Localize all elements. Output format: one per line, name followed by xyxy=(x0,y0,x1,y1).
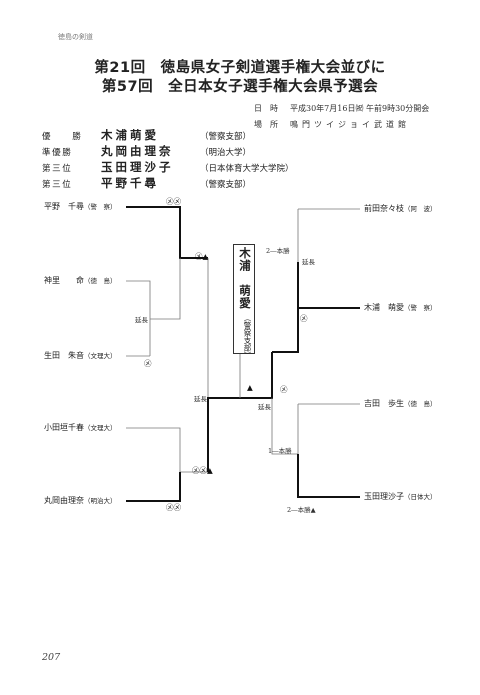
page-number: 207 xyxy=(42,652,61,663)
bracket-line xyxy=(297,262,360,309)
player-right-3: 吉田 歩生（徳 島） xyxy=(364,399,437,408)
result-name: 丸岡由理奈 xyxy=(101,144,174,158)
bracket-line xyxy=(126,427,208,473)
title-line-2: 第57回 全日本女子選手権大会県予選会 xyxy=(101,79,379,95)
champion-name: 木浦 萌愛 xyxy=(238,247,252,310)
result-name: 玉田理沙子 xyxy=(101,160,174,174)
match-score: ㋱㋱ xyxy=(166,503,181,512)
match-score: ㋱ xyxy=(300,314,308,323)
player-right-1: 前田奈々枝（阿 波） xyxy=(364,204,437,213)
bracket-line xyxy=(126,472,181,502)
extension-note: 延長 xyxy=(258,403,271,411)
date-label: 日 時 xyxy=(254,104,278,113)
player-right-4: 玉田理沙子（日体大） xyxy=(364,492,437,501)
result-label: 優 勝 xyxy=(42,132,83,142)
ippon-note: 1―本勝 xyxy=(268,447,292,455)
result-label: 準優勝 xyxy=(42,148,73,158)
result-label: 第三位 xyxy=(42,164,73,174)
ippon-note: 2―本勝▲ xyxy=(287,506,316,514)
extension-note: 延長 xyxy=(194,395,207,403)
match-score: ㋱ xyxy=(144,359,152,368)
ippon-note: 2―本勝 xyxy=(266,247,290,255)
player-left-1: 平野 千尋（警 察） xyxy=(44,202,117,211)
result-label: 第三位 xyxy=(42,180,73,190)
result-name: 平野千尋 xyxy=(101,176,159,190)
player-left-3: 生田 朱音（文理大） xyxy=(44,351,117,360)
title-line-1: 第21回 徳島県女子剣道選手権大会並びに xyxy=(94,60,386,76)
bracket-line xyxy=(297,454,360,498)
champion-box xyxy=(233,244,255,354)
player-left-4: 小田垣千春（文理大） xyxy=(44,423,117,432)
bracket-line xyxy=(207,397,240,472)
result-affiliation: （警察支部） xyxy=(200,132,252,142)
player-left-2: 神里 命（徳 島） xyxy=(44,276,117,285)
bracket-line xyxy=(272,262,299,353)
final-triangle: ▲ xyxy=(247,383,253,392)
venue-value: 鳴門ツイジョイ武道館 xyxy=(290,120,410,129)
match-score: ㋱㋱▲ xyxy=(192,466,213,475)
bracket-line xyxy=(271,398,298,455)
champion-affiliation: （警察支部） xyxy=(243,314,252,359)
venue-label: 場 所 xyxy=(254,120,278,129)
result-affiliation: （明治大学） xyxy=(200,148,252,158)
match-score: ㋱▲ xyxy=(195,252,209,261)
player-left-5: 丸岡由理奈（明治大） xyxy=(44,496,117,505)
result-affiliation: （警察支部） xyxy=(200,180,252,190)
bracket-line xyxy=(126,206,208,259)
extension-note: 延長 xyxy=(135,316,148,324)
bracket-line xyxy=(126,280,151,356)
bracket-line xyxy=(150,258,181,320)
final-score: ㋱ xyxy=(280,385,288,394)
extension-note: 延長 xyxy=(302,258,315,266)
result-affiliation: （日本体育大学大学院） xyxy=(200,164,294,174)
bracket-line xyxy=(297,403,360,454)
date-value: 平成30年7月16日㈷ 午前9時30分開会 xyxy=(290,104,430,113)
player-right-2: 木浦 萌愛（警 察） xyxy=(364,303,437,312)
match-score: ㋱㋱ xyxy=(166,197,181,206)
result-name: 木浦萌愛 xyxy=(101,128,159,142)
running-header: 徳島の剣道 xyxy=(58,33,93,41)
